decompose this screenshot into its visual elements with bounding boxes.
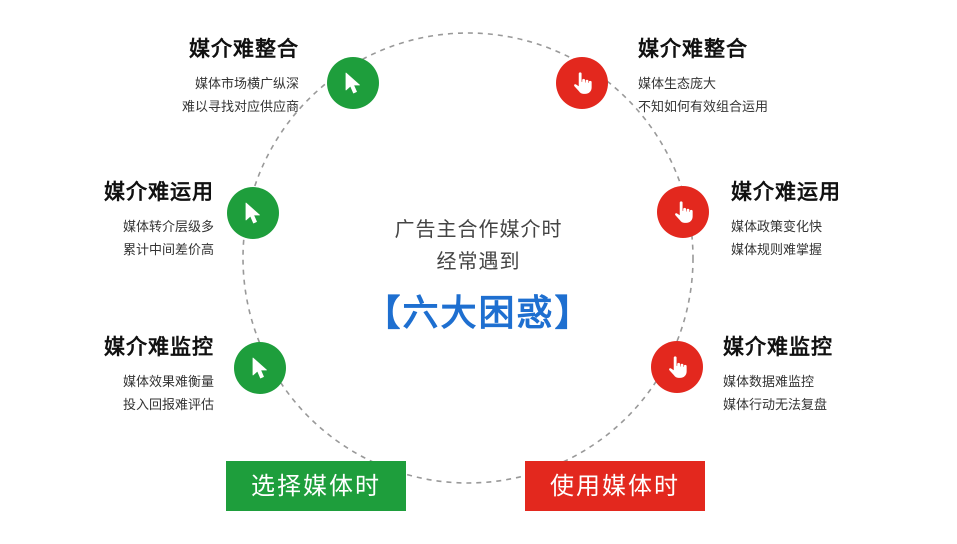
left-item-integration: 媒介难整合 媒体市场横广纵深 难以寻找对应供应商	[182, 33, 299, 119]
item-desc: 媒体市场横广纵深	[194, 77, 299, 92]
item-desc: 投入回报难评估	[122, 398, 214, 413]
left-item-monitoring: 媒介难监控 媒体效果难衡量 投入回报难评估	[104, 331, 214, 417]
item-desc: 媒体规则难掌握	[731, 243, 823, 258]
item-desc: 媒体生态庞大	[638, 77, 717, 92]
item-desc: 媒体政策变化快	[731, 220, 823, 235]
use-media-button[interactable]: 使用媒体时	[525, 461, 705, 511]
item-title: 媒介难监控	[104, 335, 214, 359]
select-media-button[interactable]: 选择媒体时	[226, 461, 406, 511]
center-intro-line2: 经常遇到	[436, 249, 521, 273]
cursor-arrow-icon	[227, 187, 279, 239]
item-desc: 媒体转介层级多	[122, 220, 214, 235]
item-title: 媒介难整合	[189, 37, 299, 61]
item-title: 媒介难整合	[638, 37, 748, 61]
item-desc: 媒体行动无法复盘	[723, 398, 828, 413]
right-item-integration: 媒介难整合 媒体生态庞大 不知如何有效组合运用	[638, 33, 768, 119]
right-item-usage: 媒介难运用 媒体政策变化快 媒体规则难掌握	[731, 176, 841, 262]
cursor-arrow-icon	[327, 57, 379, 109]
hand-pointer-icon	[556, 57, 608, 109]
left-item-usage: 媒介难运用 媒体转介层级多 累计中间差价高	[104, 176, 214, 262]
right-item-monitoring: 媒介难监控 媒体数据难监控 媒体行动无法复盘	[723, 331, 833, 417]
center-title: 【六大困惑】	[364, 293, 593, 334]
item-title: 媒介难监控	[723, 335, 833, 359]
center-intro-line1: 广告主合作媒介时	[394, 217, 563, 241]
item-desc: 媒体数据难监控	[723, 375, 815, 390]
item-desc: 累计中间差价高	[122, 243, 214, 258]
hand-pointer-icon	[657, 186, 709, 238]
item-desc: 不知如何有效组合运用	[638, 100, 769, 115]
item-desc: 难以寻找对应供应商	[181, 100, 299, 115]
hand-pointer-icon	[651, 341, 703, 393]
item-desc: 媒体效果难衡量	[122, 375, 214, 390]
item-title: 媒介难运用	[731, 180, 841, 204]
cursor-arrow-icon	[234, 342, 286, 394]
item-title: 媒介难运用	[104, 180, 214, 204]
